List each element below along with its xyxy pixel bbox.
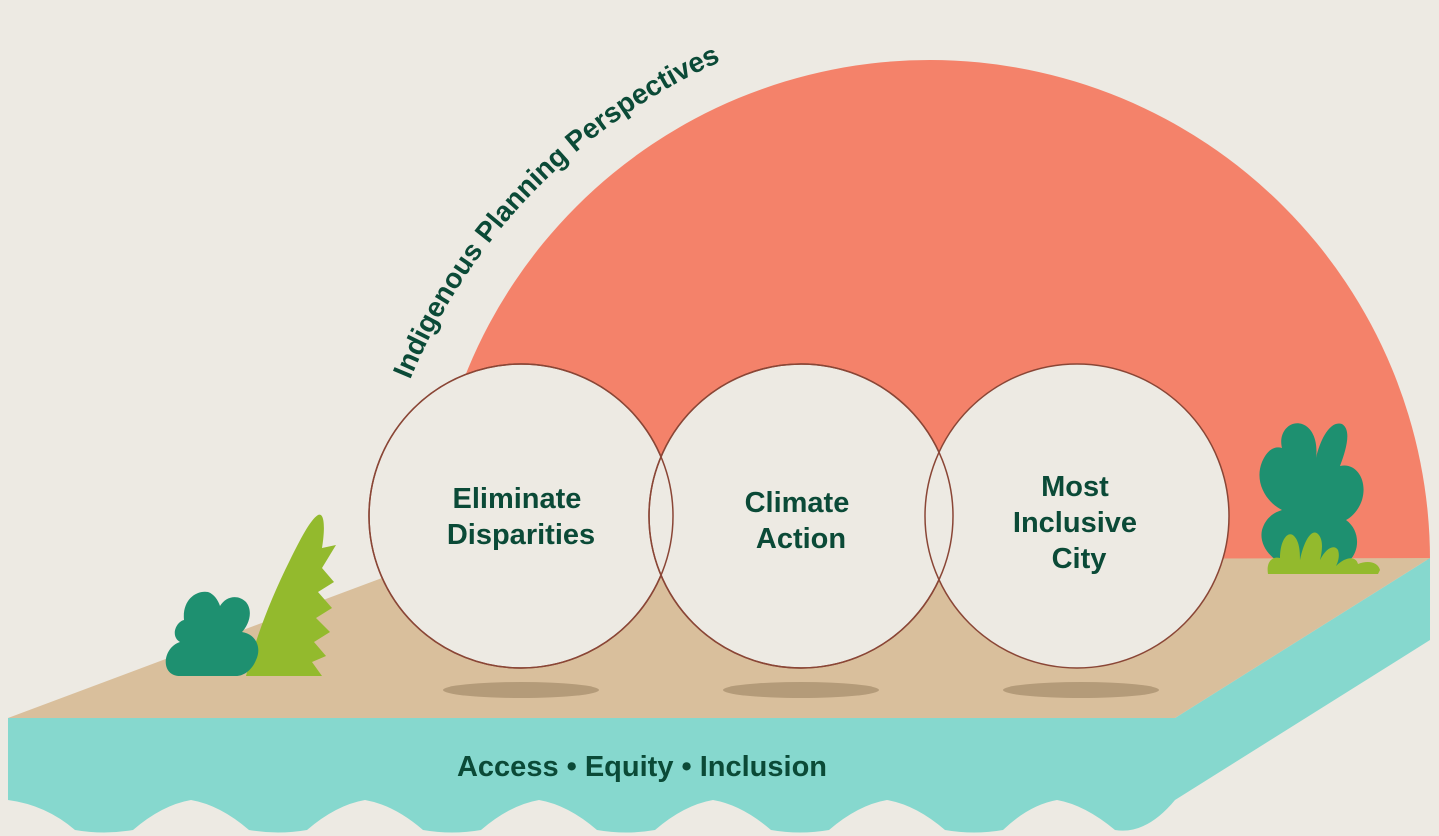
plant-left-dark-icon [165,591,259,676]
circle-label-climate-action: Climate Action [745,487,858,555]
circle-label-eliminate-disparities: Eliminate Disparities [447,483,595,551]
circle-most-inclusive-city [924,363,1230,669]
circle-label-line: Action [756,523,846,555]
plant-right-light-icon [1267,532,1380,574]
circle-label-line: Eliminate [453,483,582,515]
circle-shadow-2 [723,682,879,698]
circle-shadow-1 [443,682,599,698]
circle-label-line: Inclusive [1013,507,1137,539]
circle-eliminate-disparities [368,363,674,669]
circle-outline-1 [368,363,674,669]
foundation-front-face [8,718,1175,833]
circle-label-line: Disparities [447,519,595,551]
plant-right-dark-icon [1259,423,1364,571]
circle-label-line: Most [1041,471,1109,503]
circle-label-line: Climate [745,487,850,519]
foundation-label: Access • Equity • Inclusion [457,751,827,783]
circle-label-most-inclusive-city: Most Inclusive City [1013,471,1145,575]
plant-left-light-icon [246,514,336,676]
circle-label-line: City [1052,543,1107,575]
circle-shadow-3 [1003,682,1159,698]
foundation-side-face [1175,558,1430,800]
circle-outline-2 [648,363,954,669]
